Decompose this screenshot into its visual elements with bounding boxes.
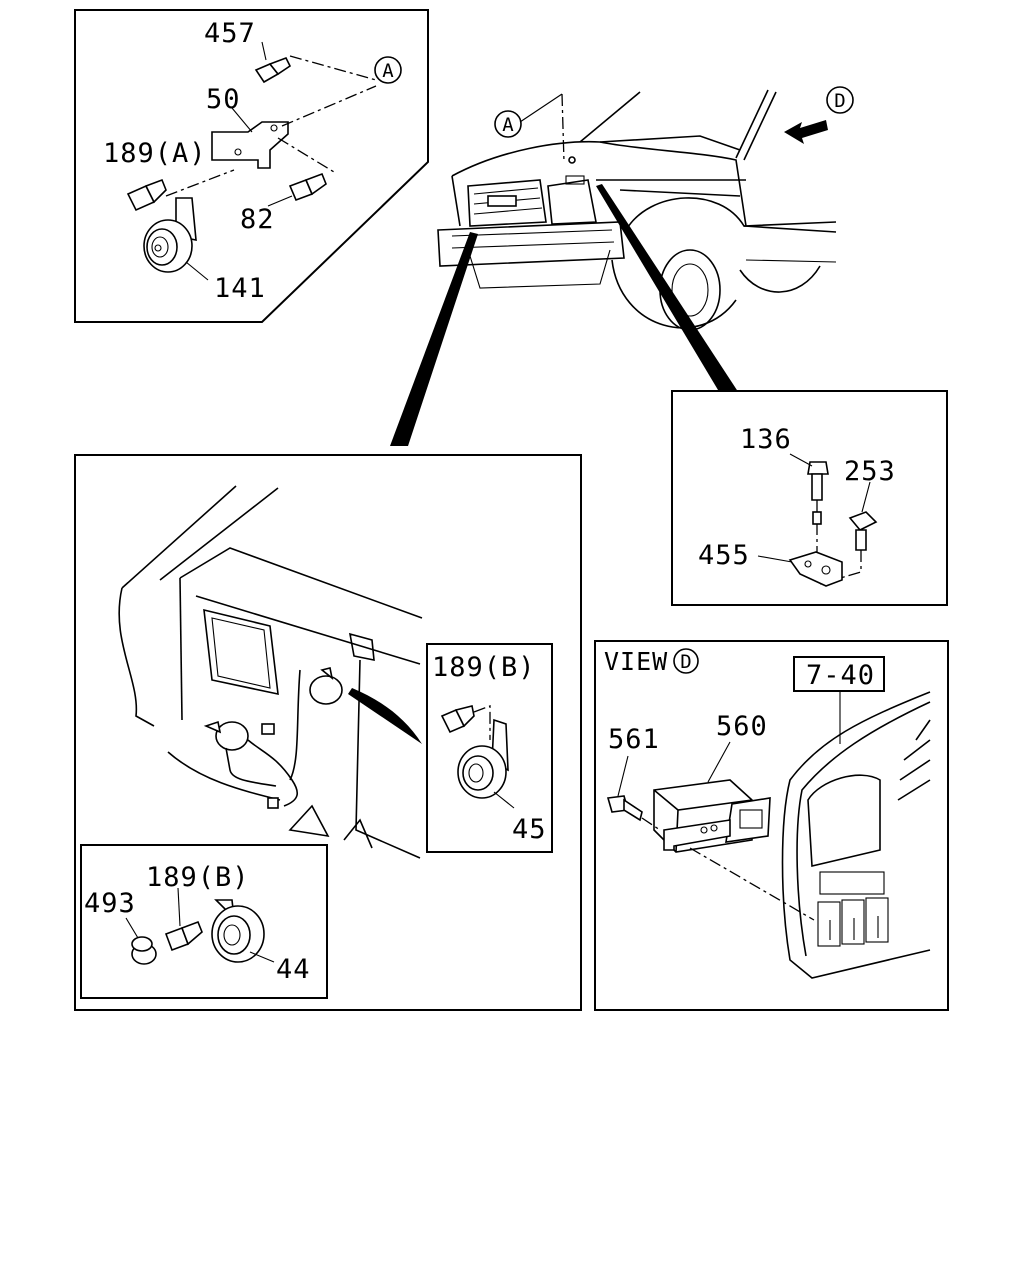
callout-189b-lower: 189(B) <box>146 862 250 893</box>
bracket-icon <box>211 121 289 169</box>
pointer-wedge-left <box>390 232 478 446</box>
view-circle-d-label: D <box>680 651 691 673</box>
reference-circle-a-vehicle: A <box>494 110 522 138</box>
bolt-icon <box>164 920 203 952</box>
pointer-wedge-right <box>596 184 750 410</box>
bolt-icon <box>126 178 167 212</box>
callout-457: 457 <box>204 18 256 49</box>
horn-icon <box>211 899 265 963</box>
bolt-icon <box>131 936 157 965</box>
bolt-icon <box>440 705 475 734</box>
ref-7-40-label: 7-40 <box>806 660 875 691</box>
bolt-icon <box>807 461 829 560</box>
horn-icon <box>457 718 509 799</box>
view-label: VIEW <box>604 647 668 676</box>
callout-560: 560 <box>716 711 768 742</box>
callout-253: 253 <box>844 456 896 487</box>
bolt-icon <box>288 172 327 202</box>
reference-circle-d-vehicle: D <box>826 86 854 114</box>
callout-45: 45 <box>512 814 547 845</box>
ground-bolt-panel: 136 253 455 <box>671 390 948 606</box>
callout-44: 44 <box>276 954 311 985</box>
vehicle-front-icon <box>437 89 837 331</box>
callout-561: 561 <box>608 724 660 755</box>
reference-circle-a: A <box>374 56 402 84</box>
horn-icon <box>203 720 249 751</box>
view-circle-d: D <box>673 648 699 674</box>
circle-a-label: A <box>382 60 394 82</box>
bracket-icon <box>663 819 731 851</box>
horn-icon <box>309 667 343 705</box>
bracket-icon <box>788 551 843 587</box>
dashboard-panel-icon <box>781 691 931 979</box>
callout-189a: 189(A) <box>103 138 207 169</box>
bolt-icon <box>254 56 292 84</box>
callout-82: 82 <box>240 204 275 235</box>
horn-bracket-panel: 457 50 189(A) 82 141 A <box>74 9 429 323</box>
horn-45-inset: 189(B) 45 <box>426 643 553 853</box>
callout-141: 141 <box>214 273 266 304</box>
horn-44-inset: 189(B) 493 44 <box>80 844 328 999</box>
horn-icon <box>143 197 197 273</box>
circle-d-vehicle-label: D <box>834 90 845 112</box>
circle-a-vehicle-label: A <box>502 114 514 136</box>
view-d-panel: VIEW D 7-40 <box>594 640 949 1011</box>
arrow-icon <box>784 120 828 144</box>
bolt-icon <box>606 795 643 822</box>
callout-455: 455 <box>698 540 750 571</box>
callout-50: 50 <box>206 84 241 115</box>
callout-136: 136 <box>740 424 792 455</box>
reference-box-7-40: 7-40 <box>793 656 885 692</box>
callout-189b-inset: 189(B) <box>432 652 536 683</box>
callout-493: 493 <box>84 888 136 919</box>
